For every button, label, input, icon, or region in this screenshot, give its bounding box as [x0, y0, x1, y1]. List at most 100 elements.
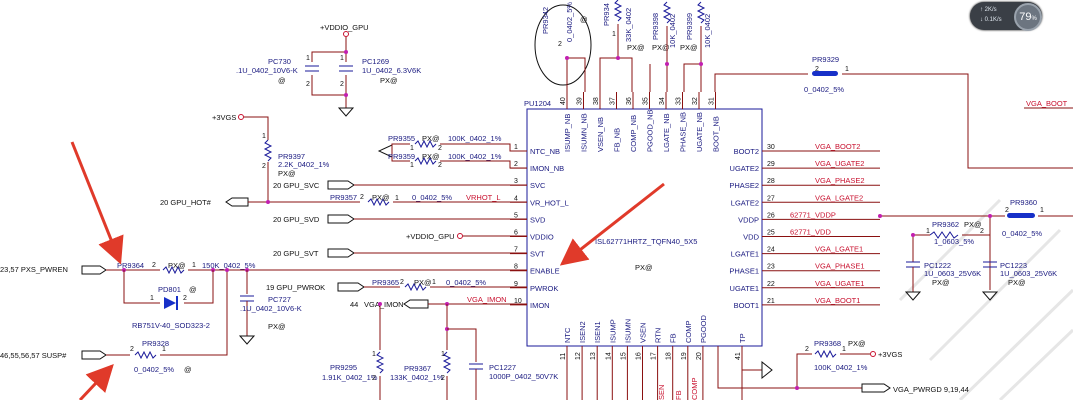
svg-text:2: 2 — [340, 81, 344, 88]
svg-text:1: 1 — [395, 195, 399, 202]
vddio-top-net: +VDDIO_GPU — [320, 23, 369, 32]
gpu-svc-net: 20 GPU_SVC — [273, 181, 320, 190]
pr9398-ref: PR9398 — [651, 13, 660, 40]
usage-gauge: 79% — [1014, 3, 1042, 31]
ic-right-pins: 30BOOT229UGATE228PHASE227LGATE226VDDP25V… — [729, 144, 880, 310]
pr9360-pin1: 1 — [1040, 207, 1044, 214]
pc1222-pop: PX@ — [932, 278, 950, 287]
pr9399-value: 10K_0402 — [703, 14, 712, 48]
ic-pin-name: RTN — [654, 328, 663, 343]
pr9328-value: 0_0402_5% — [134, 365, 174, 374]
pd801-ref: PD801 — [158, 285, 181, 294]
ic-pin-number: 36 — [626, 97, 633, 105]
svg-text:1: 1 — [372, 351, 376, 358]
imon-net: VGA_IMON — [364, 300, 404, 309]
svg-text:2: 2 — [805, 346, 809, 353]
ic-pin-name: COMP_NB — [629, 115, 638, 152]
pr9359-pop: PX@ — [422, 152, 440, 161]
pc727-ref: PC727 — [268, 295, 291, 304]
svg-text:1: 1 — [842, 346, 846, 353]
svg-text:2: 2 — [438, 145, 442, 152]
pr9357-ref: PR9357 — [330, 193, 357, 202]
performance-overlay[interactable]: ↑ 2K/s ↓ 0.1K/s 79% — [970, 2, 1042, 31]
net-label: VGA_BOOT2 — [815, 142, 860, 151]
pr9295-ref: PR9295 — [330, 363, 357, 372]
ic-pin-number: 35 — [643, 97, 650, 105]
ic-pin-number: 13 — [590, 352, 597, 360]
svg-text:2: 2 — [372, 375, 376, 382]
ic-variant: PX@ — [635, 263, 653, 272]
ic-pin-name: PHASE1 — [729, 267, 759, 276]
ic-pin-number: 19 — [681, 352, 688, 360]
svg-text:2: 2 — [262, 163, 266, 170]
pd801-pop: @ — [189, 285, 197, 294]
ic-pin-name: LGATE2 — [731, 198, 759, 207]
pr9365-value: 0_0402_5% — [446, 278, 486, 287]
pr9355-value: 100K_0402_1% — [448, 134, 502, 143]
ic-pin-name: PWROK — [530, 284, 558, 293]
ic-pin-name: LGATE_NB — [662, 113, 671, 152]
pr9362-ref: PR9362 — [932, 220, 959, 229]
ic-pin-name: PGOOD — [699, 314, 708, 343]
top-circuit: PR9342 0_0402_5% 2 @ PR934 33K_0402 1 PX… — [236, 0, 712, 117]
svg-text:2: 2 — [360, 194, 364, 201]
ic-pin-name: UGATE_NB — [695, 112, 704, 152]
ic-pin-number: 33 — [676, 97, 683, 105]
ic-pin-number: 34 — [659, 97, 666, 105]
ic-pin-name: FB_NB — [613, 128, 622, 152]
ic-pin-number: 7 — [514, 247, 518, 254]
pc1269-ref: PC1269 — [362, 57, 389, 66]
ic-top-pins: 40ISUMP_NB39ISUMN_NB38VSEN_NB37FB_NB36CO… — [560, 92, 721, 152]
ic-pin-number: 41 — [735, 352, 742, 360]
pc1222-ref: PC1222 — [924, 261, 951, 270]
pr9355-ref: PR9355 — [388, 134, 415, 143]
ic-pin-name: BOOT1 — [734, 301, 759, 310]
ic-pin-number: 38 — [593, 97, 600, 105]
ic-pin-name: PGOOD_NB — [646, 109, 655, 152]
ic-pin-number: 18 — [666, 352, 673, 360]
vga-imon-net: VGA_IMON — [467, 295, 507, 304]
ic-bottom-pins: 11NTC12ISEN213ISEN114ISUMP15ISUMN16VSEN1… — [560, 314, 747, 400]
ic-pin-name: FB — [669, 333, 678, 343]
pr9355-pop: PX@ — [422, 134, 440, 143]
ic-pin-number: 25 — [767, 230, 775, 237]
ic-pin-name: VDD — [743, 233, 759, 242]
svg-text:2: 2 — [438, 162, 442, 169]
ic-pin-name: NTC — [563, 327, 572, 343]
ic-pin-number: 28 — [767, 178, 775, 185]
ic-pin-name: ISUMP — [608, 319, 617, 343]
pgood-circuit: VGA_PWRGD 9,19,44 +3VGS PR9368 PX@ 100K_… — [717, 339, 969, 394]
pc1222-value: 1U_0603_25V6K — [924, 269, 981, 278]
ic-pin-name: PHASE_NB — [679, 112, 688, 152]
ic-pin-name: BOOT2 — [734, 147, 759, 156]
net-label: VGA_PHASE1 — [815, 262, 865, 271]
pr9357-pop: PX@ — [372, 193, 390, 202]
ic-pin-number: 6 — [514, 230, 518, 237]
vddio-net: +VDDIO_GPU — [406, 232, 455, 241]
pr9396-pin1: 1 — [612, 31, 616, 38]
pr9396-value: 33K_0402 — [624, 8, 633, 42]
pr9396-ref: PR934 — [602, 3, 611, 26]
svg-text:1: 1 — [410, 162, 414, 169]
right-side-nets: VGA_BOOT2VGA_UGATE2VGA_PHASE2VGA_LGATE26… — [790, 142, 865, 305]
pr9364-ref: PR9364 — [117, 261, 144, 270]
ic-pin-number: 11 — [560, 353, 567, 360]
ic-pin-name: PHASE2 — [729, 181, 759, 190]
pr9365-pop: PX@ — [414, 278, 432, 287]
3vgs-net-b: +3VGS — [878, 350, 902, 359]
pr9329-value: 0_0402_5% — [804, 85, 844, 94]
pr9328-pop: @ — [184, 365, 192, 374]
ic-pin-number: 1 — [514, 144, 518, 151]
pr9397-value: 2.2K_0402_1% — [278, 160, 330, 169]
ic-pin-number: 8 — [514, 264, 518, 271]
ic-pin-number: 39 — [577, 97, 584, 105]
ic-pin-name: UGATE1 — [730, 284, 759, 293]
ic-pin-number: 12 — [575, 352, 582, 360]
svg-text:1: 1 — [150, 295, 154, 302]
ic-pin-name: UGATE2 — [730, 164, 759, 173]
ic-pin-number: 2 — [514, 161, 518, 168]
net-label: VGA_UGATE2 — [815, 159, 864, 168]
pr9368-value: 100K_0402_1% — [814, 363, 868, 372]
net-label: VGA_LGATE2 — [815, 193, 863, 202]
